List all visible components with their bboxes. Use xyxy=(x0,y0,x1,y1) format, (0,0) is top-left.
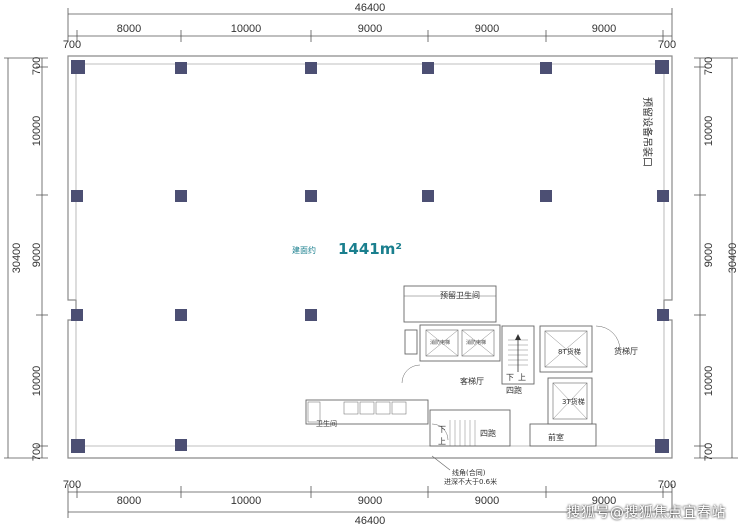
column xyxy=(175,309,187,321)
left-row-2: 9000 xyxy=(31,243,43,267)
stair-a-label: 四跑 xyxy=(506,386,522,395)
column xyxy=(305,190,317,202)
area-prefix: 建面约 xyxy=(292,245,316,255)
right-row-1: 10000 xyxy=(703,116,715,147)
front-room-label: 前室 xyxy=(548,432,564,442)
column xyxy=(305,309,317,321)
column xyxy=(540,190,552,202)
bottom-col-1: 8000 xyxy=(117,495,141,507)
column xyxy=(655,60,669,74)
corner-note-line2: 进深不大于0.6米 xyxy=(444,477,497,486)
right-row-3: 10000 xyxy=(703,366,715,397)
bottom-col-3: 9000 xyxy=(358,495,382,507)
down-label-1: 下 xyxy=(506,373,514,382)
column xyxy=(657,309,669,321)
right-row-0: 700 xyxy=(703,57,715,75)
up-label-2: 上 xyxy=(438,437,446,446)
column xyxy=(422,190,434,202)
cargo-8t-label: 8T货梯 xyxy=(558,347,581,356)
bottom-col-6: 700 xyxy=(658,479,676,491)
column xyxy=(71,309,83,321)
left-row-4: 700 xyxy=(31,443,43,461)
bottom-col-4: 9000 xyxy=(475,495,499,507)
left-row-3: 10000 xyxy=(31,366,43,397)
column xyxy=(540,62,552,74)
left-row-0: 700 xyxy=(31,57,43,75)
column xyxy=(657,190,669,202)
top-col-0: 700 xyxy=(63,39,81,51)
left-dimensions xyxy=(4,57,48,459)
top-col-4: 9000 xyxy=(475,23,499,35)
top-col-2: 10000 xyxy=(231,23,262,35)
column xyxy=(175,439,187,451)
top-col-6: 700 xyxy=(658,39,676,51)
elevator-tag-1: 消防电梯 xyxy=(430,339,450,346)
watermark: 搜狐号@搜狐焦点宜春站 xyxy=(566,505,726,521)
column xyxy=(71,439,85,453)
column xyxy=(305,62,317,74)
right-row-4: 700 xyxy=(703,443,715,461)
bottom-col-0: 700 xyxy=(63,479,81,491)
top-col-5: 9000 xyxy=(592,23,616,35)
top-col-1: 8000 xyxy=(117,23,141,35)
column xyxy=(175,62,187,74)
elevator-lobby-label: 客梯厅 xyxy=(460,376,484,386)
area-value: 1441m² xyxy=(338,240,402,258)
up-label-1: 上 xyxy=(518,373,526,382)
down-label-2: 下 xyxy=(438,425,446,434)
core-walls xyxy=(305,285,621,447)
top-dimensions xyxy=(67,8,673,42)
bottom-dimensions xyxy=(67,484,673,518)
bottom-total-width: 46400 xyxy=(355,515,386,527)
cargo-3t-label: 3T货梯 xyxy=(562,397,585,406)
reserved-opening-label: 预留设备吊装口 xyxy=(641,97,654,167)
right-total-depth: 30400 xyxy=(727,243,739,274)
arrow-head xyxy=(515,334,521,340)
elevator-tag-2: 消防电梯 xyxy=(466,339,486,346)
corner-note-line1: 线角(合同) xyxy=(452,468,486,477)
column xyxy=(71,60,85,74)
columns xyxy=(71,60,669,453)
bottom-col-5: 9000 xyxy=(592,495,616,507)
stair-b-label: 四跑 xyxy=(480,429,496,438)
top-total-width: 46400 xyxy=(355,2,386,14)
column xyxy=(655,439,669,453)
right-row-2: 9000 xyxy=(703,243,715,267)
cargo-lobby-label: 货梯厅 xyxy=(614,346,638,356)
wc-label: 卫生间 xyxy=(316,419,337,428)
corner-leader xyxy=(431,455,451,471)
left-row-1: 10000 xyxy=(31,116,43,147)
column xyxy=(175,190,187,202)
column xyxy=(71,190,83,202)
reserved-wc-label: 预留卫生间 xyxy=(440,290,480,300)
left-total-depth: 30400 xyxy=(11,243,23,274)
top-col-3: 9000 xyxy=(358,23,382,35)
right-dimensions xyxy=(694,57,738,459)
column xyxy=(422,62,434,74)
bottom-col-2: 10000 xyxy=(231,495,262,507)
